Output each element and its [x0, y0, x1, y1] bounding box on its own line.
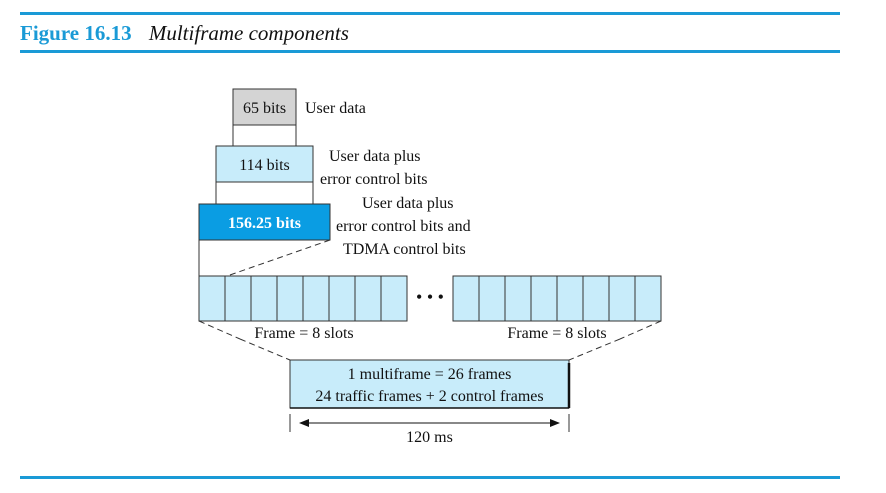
- time-slot: [582, 275, 610, 322]
- time-slot: [530, 275, 558, 322]
- tdma-box: [198, 203, 331, 241]
- multiframe-line-2: 24 traffic frames + 2 control frames: [315, 388, 543, 405]
- time-slot: [354, 275, 382, 322]
- user-data-box: [232, 88, 297, 126]
- error-control-label-line-2: error control bits: [320, 171, 428, 188]
- tdma-bits: 156.25 bits: [228, 215, 301, 232]
- figure-caption: Multiframe components: [148, 21, 349, 45]
- left-frame: [198, 275, 408, 322]
- figure-title: Figure 16.13 Multiframe components: [20, 20, 349, 46]
- user-data-label: User data: [305, 100, 366, 117]
- user-data-bits: 65 bits: [243, 100, 286, 117]
- time-slot: [380, 275, 408, 322]
- bottom-rule: [20, 476, 840, 479]
- error-control-box: [215, 145, 314, 183]
- right-frame-label: Frame = 8 slots: [507, 325, 606, 342]
- time-slot: [634, 275, 662, 322]
- figure-number: Figure 16.13: [20, 21, 132, 45]
- frame-ellipsis: • • •: [416, 287, 444, 307]
- time-slot: [556, 275, 584, 322]
- multiframe-line-1: 1 multiframe = 26 frames: [348, 366, 512, 383]
- tdma-label-line-2: error control bits and: [336, 218, 471, 235]
- top-rule: [20, 12, 840, 15]
- time-slot: [452, 275, 480, 322]
- dashed-connector: [198, 320, 241, 340]
- time-slot: [276, 275, 304, 322]
- time-slot: [224, 275, 252, 322]
- tdma-label-line-1: User data plus: [362, 195, 454, 212]
- time-slot: [328, 275, 356, 322]
- error-control-label-line-1: User data plus: [329, 148, 421, 165]
- error-control-bits: 114 bits: [239, 157, 290, 174]
- dashed-connector: [226, 239, 331, 277]
- right-frame: [452, 275, 662, 322]
- time-slot: [504, 275, 532, 322]
- header-rule: [20, 50, 840, 53]
- time-slot: [198, 275, 226, 322]
- dashed-connector: [619, 320, 662, 340]
- dashed-connector: [568, 338, 621, 361]
- left-frame-label: Frame = 8 slots: [254, 325, 353, 342]
- time-slot: [608, 275, 636, 322]
- duration-label: 120 ms: [406, 429, 453, 446]
- time-slot: [478, 275, 506, 322]
- tdma-label-line-3: TDMA control bits: [343, 241, 466, 258]
- time-slot: [250, 275, 278, 322]
- dashed-connector: [239, 338, 291, 361]
- time-slot: [302, 275, 330, 322]
